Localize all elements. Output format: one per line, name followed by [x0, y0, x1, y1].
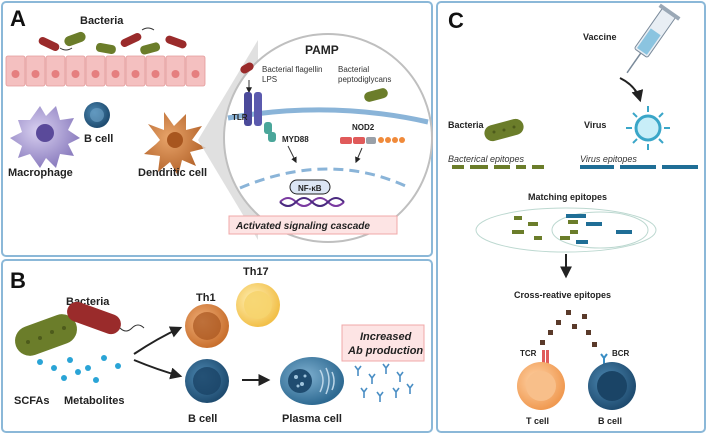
- panel-c-bacteria-icon: [484, 118, 524, 142]
- epithelial-nucleus: [111, 70, 120, 78]
- panel-c-b-cell-nucleus: [597, 371, 627, 401]
- myd88-label: MYD88: [282, 135, 309, 144]
- panel-b-b-cell-nucleus: [193, 367, 221, 395]
- zoom-circle: [223, 33, 433, 243]
- cascade-box: [228, 215, 398, 235]
- epithelial-nucleus: [131, 70, 140, 78]
- panel-a-bacteria-label: Bacteria: [80, 15, 124, 27]
- macrophage-icon: [10, 106, 80, 168]
- increased-ab-box: [341, 324, 425, 362]
- tlr-icon: [244, 92, 262, 126]
- increased-label: Increased: [360, 331, 412, 343]
- epithelium: [5, 55, 206, 87]
- dendritic-cell-label: Dendritic cell: [138, 167, 207, 179]
- arrow-to-bcell: [133, 359, 183, 380]
- pamp-label: PAMP: [305, 43, 339, 57]
- virus-epitope-bars: [580, 165, 698, 169]
- epithelial-nucleus: [71, 70, 80, 78]
- cross-reactive-label: Cross-reative epitopes: [514, 290, 611, 300]
- nod2-label: NOD2: [352, 123, 375, 132]
- bacteria-icon: [38, 27, 187, 55]
- myd88-arrow: [287, 145, 297, 164]
- panel-c-b-cell-label: B cell: [598, 416, 622, 426]
- tcr-label: TCR: [520, 349, 537, 358]
- panel-a-b-cell-label: B cell: [84, 133, 113, 145]
- epithelial-nucleus: [51, 70, 60, 78]
- bacterial-epitopes-label: Bacterical epitopes: [448, 154, 525, 164]
- panel-c-letter: C: [448, 8, 464, 33]
- panel-b-bacteria-icon: [15, 301, 145, 356]
- virus-epitopes-label: Virus epitopes: [580, 154, 637, 164]
- epithelial-nucleus: [11, 70, 20, 78]
- epithelial-nucleus: [91, 70, 100, 78]
- matching-epitopes-label: Matching epitopes: [528, 192, 607, 202]
- matching-epitope-bars: [512, 214, 632, 244]
- metabolites-label: Metabolites: [64, 395, 125, 407]
- nuclear-membrane: [239, 167, 411, 190]
- plasma-cell-icon: [280, 357, 344, 405]
- th17-label: Th17: [243, 266, 269, 278]
- nod2-arrow: [355, 147, 363, 164]
- epithelial-nucleus: [151, 70, 160, 78]
- antibodies-icon: [354, 363, 414, 402]
- nfkb-label: NF-κB: [298, 184, 322, 193]
- nod2-icon: [340, 137, 405, 144]
- venn-outer: [475, 207, 657, 253]
- macrophage-label: Macrophage: [8, 167, 73, 179]
- plasma-cell-label: Plasma cell: [282, 413, 342, 425]
- metabolite-dots: [37, 355, 121, 383]
- vaccine-arrow: [619, 77, 644, 103]
- scfas-label: SCFAs: [14, 395, 49, 407]
- syringe-icon: [626, 3, 681, 74]
- venn-inner: [551, 211, 649, 249]
- myd88-icon: [264, 122, 276, 142]
- peptodiglycans-label: peptodiglycans: [338, 75, 391, 84]
- panel-b-b-cell-label: B cell: [188, 413, 217, 425]
- dendritic-cell-icon: [144, 112, 206, 176]
- t-cell-label: T cell: [526, 416, 549, 426]
- peptidoglycan-bacterium-icon: [364, 88, 388, 102]
- flagellin-label: Bacterial flagellin: [262, 65, 322, 74]
- b-cell-icon: [84, 102, 110, 128]
- ab-production-label: Ab production: [347, 345, 423, 357]
- epithelial-nucleus: [31, 70, 40, 78]
- th1-label: Th1: [196, 292, 216, 304]
- panel-c-bacteria-label: Bacteria: [448, 120, 485, 130]
- cascade-label: Activated signaling cascade: [235, 221, 370, 232]
- nfkb-box: [289, 179, 331, 195]
- lps-label: LPS: [262, 75, 277, 84]
- epithelial-nucleus: [191, 70, 200, 78]
- th17-nucleus: [244, 291, 272, 319]
- virus-label: Virus: [584, 120, 606, 130]
- flagellin-icon: [240, 62, 254, 94]
- bcr-icon: [600, 353, 608, 364]
- dna-icon: [279, 197, 345, 207]
- cross-reactive-epitopes: [540, 310, 597, 347]
- virus-icon: [626, 106, 670, 150]
- arrow-to-th: [133, 326, 183, 355]
- t-cell-nucleus: [526, 371, 556, 401]
- epithelial-nucleus: [171, 70, 180, 78]
- th1-nucleus: [193, 312, 221, 340]
- vaccine-label: Vaccine: [583, 32, 617, 42]
- bacterial-label: Bacterial: [338, 65, 369, 74]
- tcr-icon: [542, 350, 549, 364]
- panel-b-letter: B: [10, 268, 26, 293]
- bcr-label: BCR: [612, 349, 630, 358]
- tlr-label: TLR: [232, 113, 248, 122]
- bacterial-epitope-bars: [452, 165, 544, 169]
- panel-a-letter: A: [10, 6, 26, 31]
- cell-membrane: [227, 107, 429, 125]
